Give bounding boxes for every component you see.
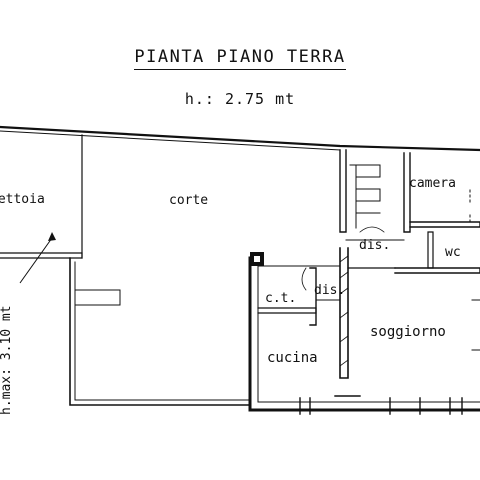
top-boundary-inner (0, 130, 341, 151)
room-label-corte: corte (169, 193, 208, 208)
right-wall-tick (471, 299, 480, 351)
door-arcs (301, 226, 385, 291)
window-openings (299, 395, 463, 415)
room-label-ct: c.t. (265, 291, 296, 306)
room-label-cucina: cucina (267, 350, 318, 366)
stair-left-wall (339, 149, 347, 233)
ct-right-wall (309, 267, 317, 326)
central-spine-wall (339, 247, 349, 379)
room-label-wc: wc (445, 245, 461, 260)
chimney-inner (254, 256, 260, 262)
arrow-line (19, 237, 53, 284)
wc-left-wall (427, 231, 434, 269)
left-block-inner (74, 261, 251, 401)
room-label-camera: camera (409, 176, 456, 191)
house-inner-wall (257, 265, 480, 403)
camera-bottom-wall (409, 221, 480, 228)
arrow-head (48, 232, 56, 241)
room-label-dis-upper: dis. (359, 238, 390, 253)
room-label-dis-lower: dis. (314, 283, 345, 298)
room-label-soggiorno: soggiorno (370, 324, 446, 340)
height-max-annotation: h.max: 3.10 mt (0, 305, 14, 415)
house-outer-wall (248, 256, 480, 412)
step-outline (74, 289, 121, 306)
plan-title: PIANTA PIANO TERRA (0, 47, 480, 70)
height-label: h.: 2.75 mt (184, 90, 296, 108)
ct-bottom-wall (257, 307, 317, 314)
spine-hatching (339, 255, 349, 367)
top-boundary-wall (0, 125, 480, 152)
wc-bottom-wall (394, 267, 480, 274)
stair-right-wall (403, 152, 411, 233)
left-block-wall (69, 257, 251, 406)
stair-steps (349, 164, 381, 214)
